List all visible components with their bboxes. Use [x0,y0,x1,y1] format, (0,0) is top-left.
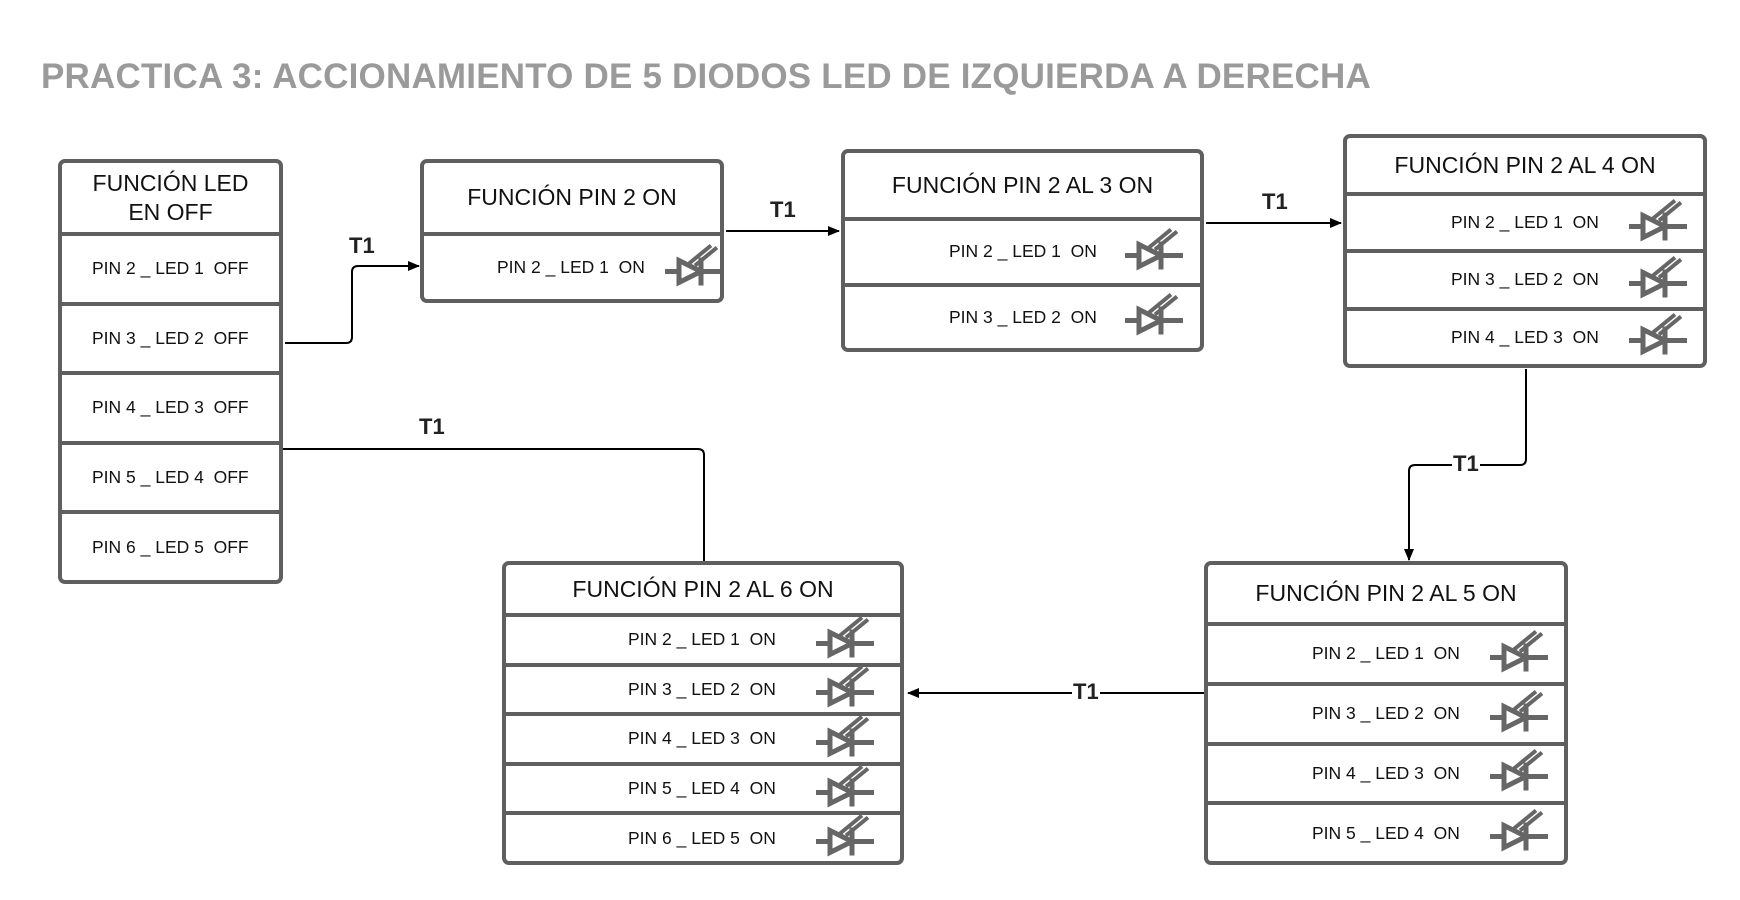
led-row-label: PIN 3 _ LED 2 ON [1451,269,1599,290]
transition-wire-s0-s1 [285,261,420,344]
led-row-label: PIN 2 _ LED 1 ON [1451,212,1599,233]
led-row-label: PIN 4 _ LED 3 ON [1451,326,1599,347]
led-diode-icon [1629,313,1689,362]
led-row: PIN 4 _ LED 3 ON [506,712,900,762]
led-row-label: PIN 3 _ LED 2 ON [949,306,1097,327]
led-diode-icon [816,814,876,861]
state-pin2-to-4-on: FUNCIÓN PIN 2 AL 4 ON PIN 2 _ LED 1 ON PI… [1343,134,1707,368]
transition-label-s2-s3: T1 [1261,189,1289,214]
transition-label-s1-s2: T1 [769,197,797,222]
led-row: PIN 3 _ LED 2 ON [1208,681,1564,742]
led-row: PIN 5 _ LED 4 OFF [62,440,279,511]
state-pin2-to-6-on: FUNCIÓN PIN 2 AL 6 ON PIN 2 _ LED 1 ON PI… [502,561,904,865]
led-row-label: PIN 2 _ LED 1 ON [497,257,645,277]
led-row-label: PIN 2 _ LED 1 OFF [92,258,249,279]
led-row: PIN 3 _ LED 2 OFF [62,301,279,372]
led-row-label: PIN 6 _ LED 5 OFF [92,536,249,557]
led-diode-icon [1490,749,1550,798]
led-diode-icon [1629,255,1689,304]
state-header: FUNCIÓN PIN 2 AL 5 ON [1208,565,1564,626]
state-pin2-to-3-on: FUNCIÓN PIN 2 AL 3 ON PIN 2 _ LED 1 ON PI… [841,149,1204,352]
led-row: PIN 2 _ LED 1 OFF [62,236,279,302]
state-pin2-to-5-on: FUNCIÓN PIN 2 AL 5 ON PIN 2 _ LED 1 ON PI… [1204,561,1568,865]
led-row-label: PIN 4 _ LED 3 OFF [92,397,249,418]
led-row: PIN 3 _ LED 2 ON [845,282,1200,349]
transition-label-s5-s0: T1 [418,414,446,439]
led-row-label: PIN 5 _ LED 4 ON [1312,822,1460,843]
led-row: PIN 4 _ LED 3 ON [1208,741,1564,802]
transition-wire-s5-s0 [245,444,705,561]
led-diode-icon [816,764,876,813]
led-row: PIN 2 _ LED 1 ON [1347,196,1703,249]
led-diode-icon [816,665,876,714]
state-pin2-on: FUNCIÓN PIN 2 ON PIN 2 _ LED 1 ON [420,159,724,303]
led-diode-icon [1490,809,1550,858]
state-header: FUNCIÓN PIN 2 ON [424,163,720,236]
led-row: PIN 2 _ LED 1 ON [506,615,900,664]
led-diode-icon [1125,227,1185,276]
led-row: PIN 3 _ LED 2 ON [506,662,900,714]
led-row-label: PIN 3 _ LED 2 OFF [92,327,249,348]
transition-label-s3-s4: T1 [1452,451,1480,476]
led-row-label: PIN 3 _ LED 2 ON [1312,703,1460,724]
page-title: PRACTICA 3: ACCIONAMIENTO DE 5 DIODOS LE… [41,57,1371,96]
led-row: PIN 4 _ LED 3 ON [1347,306,1703,364]
led-row: PIN 4 _ LED 3 OFF [62,371,279,441]
transition-label-s4-s5: T1 [1072,679,1100,704]
led-diode-icon [1629,198,1689,247]
led-row: PIN 6 _ LED 5 OFF [62,510,279,580]
led-diode-icon [1490,689,1550,738]
led-row-label: PIN 2 _ LED 1 ON [1312,643,1460,664]
led-row-label: PIN 5 _ LED 4 OFF [92,467,249,488]
state-header: FUNCIÓN PIN 2 AL 6 ON [506,565,900,617]
led-diode-icon [816,714,876,763]
led-diode-icon [1125,293,1185,342]
led-row-label: PIN 5 _ LED 4 ON [628,778,776,799]
state-header: FUNCIÓN PIN 2 AL 3 ON [845,153,1200,221]
led-row: PIN 2 _ LED 1 ON [1208,626,1564,682]
state-header: FUNCIÓN PIN 2 AL 4 ON [1347,138,1703,196]
led-diode-icon [665,243,720,292]
transition-label-s0-s1: T1 [348,233,376,258]
state-led-off: FUNCIÓN LED EN OFF PIN 2 _ LED 1 OFF PIN … [58,159,283,584]
led-row: PIN 5 _ LED 4 ON [506,761,900,813]
led-row: PIN 3 _ LED 2 ON [1347,249,1703,306]
led-row: PIN 6 _ LED 5 ON [506,811,900,861]
led-row: PIN 2 _ LED 1 ON [845,221,1200,283]
led-row-label: PIN 2 _ LED 1 ON [949,241,1097,262]
led-row-label: PIN 2 _ LED 1 ON [628,629,776,650]
led-row-label: PIN 6 _ LED 5 ON [628,827,776,848]
led-row: PIN 2 _ LED 1 ON [424,236,720,299]
led-row-label: PIN 4 _ LED 3 ON [628,728,776,749]
led-diode-icon [1490,629,1550,678]
state-header: FUNCIÓN LED EN OFF [62,163,279,236]
led-diode-icon [816,615,876,664]
led-row: PIN 5 _ LED 4 ON [1208,801,1564,861]
led-row-label: PIN 4 _ LED 3 ON [1312,762,1460,783]
led-row-label: PIN 3 _ LED 2 ON [628,678,776,699]
